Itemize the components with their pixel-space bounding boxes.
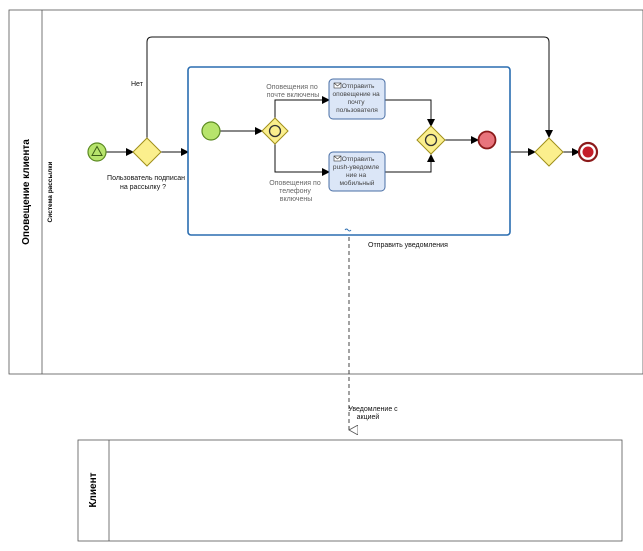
task-email-label: Отправить оповещение на почту пользовате… xyxy=(333,83,382,114)
label-message-flow: Уведомление с акцией xyxy=(348,406,399,421)
envelope-icon xyxy=(333,82,342,89)
subprocess-send-notifications[interactable] xyxy=(187,66,511,236)
start-event[interactable] xyxy=(87,142,107,162)
label-gateway-question: Пользователь подписан на рассылку ? xyxy=(107,175,187,191)
gateway-merge[interactable] xyxy=(534,137,564,167)
gateway-subscribed[interactable] xyxy=(132,137,162,167)
sequence-flows xyxy=(106,36,580,156)
flow-no-bypass xyxy=(146,36,553,138)
envelope-icon xyxy=(333,155,342,162)
lane-title: Система рассылки xyxy=(47,162,54,223)
inner-flows xyxy=(220,96,479,176)
end-event[interactable] xyxy=(577,141,599,163)
task-send-email[interactable]: Отправить оповещение на почту пользовате… xyxy=(328,78,386,120)
client-pool-title: Клиент xyxy=(88,472,99,507)
label-no: Нет xyxy=(131,81,144,88)
inclusive-gateway-split[interactable] xyxy=(261,117,289,145)
label-phone-branch: Оповещения по телефону включены xyxy=(269,180,322,203)
task-send-push[interactable]: Отправить push-уведомле ние на мобильный xyxy=(328,151,386,192)
pool-title: Оповещение клиента xyxy=(21,139,32,245)
inclusive-gateway-join[interactable] xyxy=(416,125,446,155)
label-email-branch: Оповещения по почте включены xyxy=(266,84,319,99)
pool-client[interactable]: Клиент xyxy=(77,439,623,542)
subprocess-label: Отправить уведомления xyxy=(368,242,448,249)
task-push-label: Отправить push-уведомле ние на мобильный xyxy=(333,156,381,187)
inner-end-event[interactable] xyxy=(477,130,497,150)
loop-marker-icon xyxy=(344,228,352,232)
inner-start-event[interactable] xyxy=(201,121,221,141)
